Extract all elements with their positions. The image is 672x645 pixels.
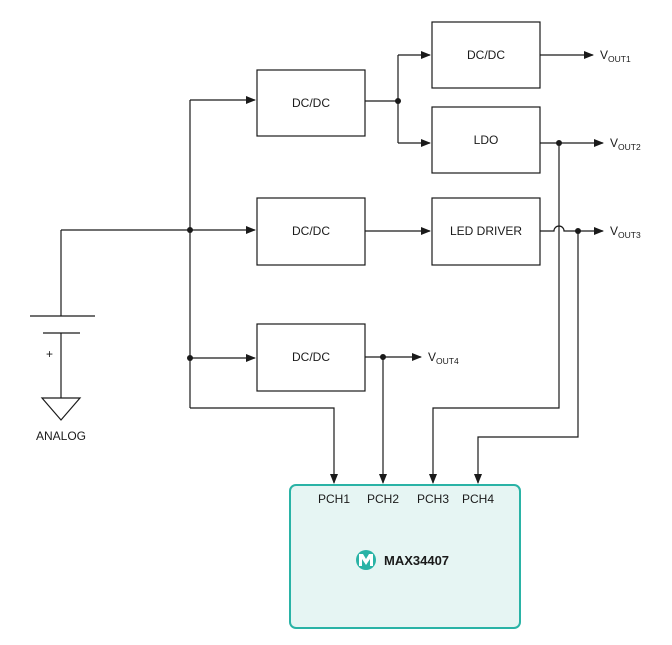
wire-pch1	[190, 407, 338, 484]
dcdc-top-label: DC/DC	[292, 96, 330, 110]
ground-label: ANALOG	[36, 429, 86, 443]
arrow-vout3	[540, 225, 604, 235]
pin-label-pch1: PCH1	[318, 492, 350, 506]
chip-name: MAX34407	[384, 553, 449, 568]
wire-pch4	[474, 231, 579, 484]
battery-symbol	[30, 230, 95, 398]
ldo-label: LDO	[474, 133, 499, 147]
max34407-chip	[289, 484, 521, 629]
led-driver-label: LED DRIVER	[450, 224, 522, 238]
pin-label-pch4: PCH4	[462, 492, 494, 506]
dcdc-upper-right-label: DC/DC	[467, 48, 505, 62]
dcdc-bottom-label: DC/DC	[292, 350, 330, 364]
dcdc-top-block	[256, 69, 366, 137]
dcdc-bottom-block	[256, 323, 366, 392]
pin-label-pch2: PCH2	[367, 492, 399, 506]
vout2-label: VOUT2	[610, 136, 641, 152]
battery-plus-label: +	[46, 347, 53, 361]
vout4-label: VOUT4	[428, 350, 459, 366]
maxim-logo-icon	[356, 550, 376, 570]
pin-label-pch3: PCH3	[417, 492, 449, 506]
wire-pch3	[429, 143, 560, 484]
dcdc-mid-label: DC/DC	[292, 224, 330, 238]
ldo-block	[431, 106, 541, 174]
vout1-label: VOUT1	[600, 48, 631, 64]
vout3-label: VOUT3	[610, 224, 641, 240]
ground-icon	[40, 397, 82, 421]
led-driver-block	[431, 197, 541, 266]
